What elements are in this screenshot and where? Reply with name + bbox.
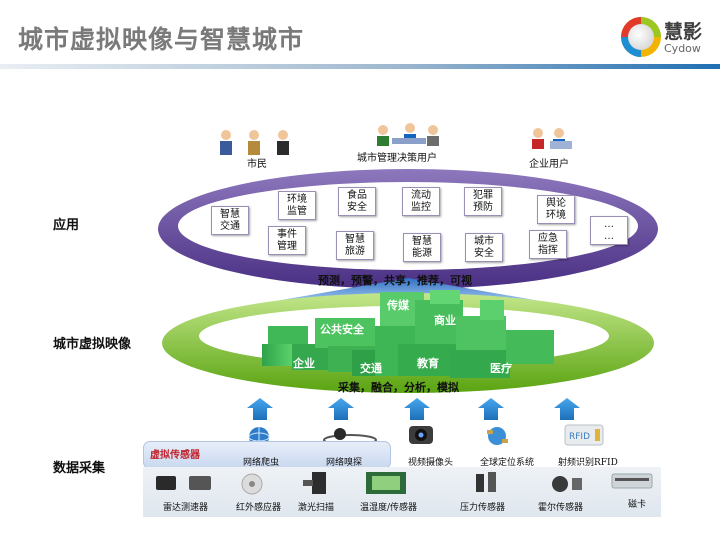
virtual-sensor-panel: [143, 441, 391, 469]
virtual-sensor-label: 虚拟传感器: [150, 450, 200, 461]
layer-label-data: 数据采集: [53, 461, 106, 476]
logo-icon: [621, 17, 661, 57]
user-label-citizen: 市民: [247, 159, 267, 170]
arrow-icons: [247, 398, 580, 420]
app-box-event-mgmt: 事件 管理: [268, 226, 306, 255]
layer-label-app: 应用: [53, 218, 80, 233]
device-label-rfid: 射频识别RFID: [558, 458, 618, 468]
device-label-pressure: 压力传感器: [460, 503, 506, 513]
app-box-crime-prevention: 犯罪 预防: [464, 187, 502, 216]
band-text-lower: 采集，融合，分析，模拟: [338, 381, 459, 394]
city-blocks: [262, 290, 554, 378]
rfid-text: RFID: [569, 432, 590, 442]
app-box-emergency: 应急 指挥: [529, 230, 567, 259]
citizen-users-icon: [220, 130, 289, 155]
app-box-food-safety: 食品 安全: [338, 187, 376, 216]
page-title: 城市虚拟映像与智慧城市: [18, 25, 305, 54]
band-text-upper: 预测，预警，共享，推荐，可视: [318, 274, 472, 287]
city-label-education: 教育: [417, 357, 439, 370]
device-label-card: 磁卡: [628, 500, 647, 510]
city-label-public-safety: 公共安全: [320, 323, 364, 336]
device-label-hall: 霍尔传感器: [538, 503, 584, 513]
manager-users-icon: [377, 123, 439, 146]
rfid-icon: RFID: [564, 424, 604, 446]
app-box-city-safety: 城市 安全: [465, 233, 503, 262]
device-label-humidity: 温湿度/传感器: [360, 503, 418, 513]
camera-icon: [409, 426, 433, 444]
app-box-more: … …: [590, 216, 628, 245]
city-label-medical: 医疗: [490, 362, 512, 375]
app-box-environment: 环境 监管: [278, 191, 316, 220]
device-label-radar: 雷达测速器: [163, 503, 209, 513]
user-label-enterprise: 企业用户: [529, 159, 569, 170]
city-label-enterprise: 企业: [293, 357, 315, 370]
logo-text-cn: 慧影: [664, 21, 703, 43]
title-divider: [0, 64, 720, 69]
user-label-manager: 城市管理决策用户: [357, 153, 437, 164]
device-label-gps: 全球定位系统: [480, 458, 535, 468]
app-box-smart-energy: 智慧 能源: [403, 233, 441, 262]
device-label-sniffer: 网络嗅探: [326, 458, 363, 468]
app-box-smart-tourism: 智慧 旅游: [336, 231, 374, 260]
city-label-traffic: 交通: [360, 362, 382, 375]
device-label-infrared: 红外感应器: [236, 503, 282, 513]
layer-label-image: 城市虚拟映像: [53, 337, 132, 352]
city-label-commerce: 商业: [434, 314, 456, 327]
app-box-smart-traffic: 智慧 交通: [211, 206, 249, 235]
gps-icon: [487, 427, 508, 445]
device-label-camera: 视频摄像头: [408, 458, 454, 468]
enterprise-users-icon: [532, 128, 572, 149]
app-box-flow-monitor: 流动 监控: [402, 187, 440, 216]
logo-text-en: Cydow: [664, 42, 701, 55]
device-label-crawler: 网络爬虫: [243, 458, 280, 468]
app-box-public-opinion: 舆论 环境: [537, 195, 575, 224]
city-label-media: 传媒: [387, 299, 409, 312]
device-label-laser: 激光扫描: [298, 503, 335, 513]
